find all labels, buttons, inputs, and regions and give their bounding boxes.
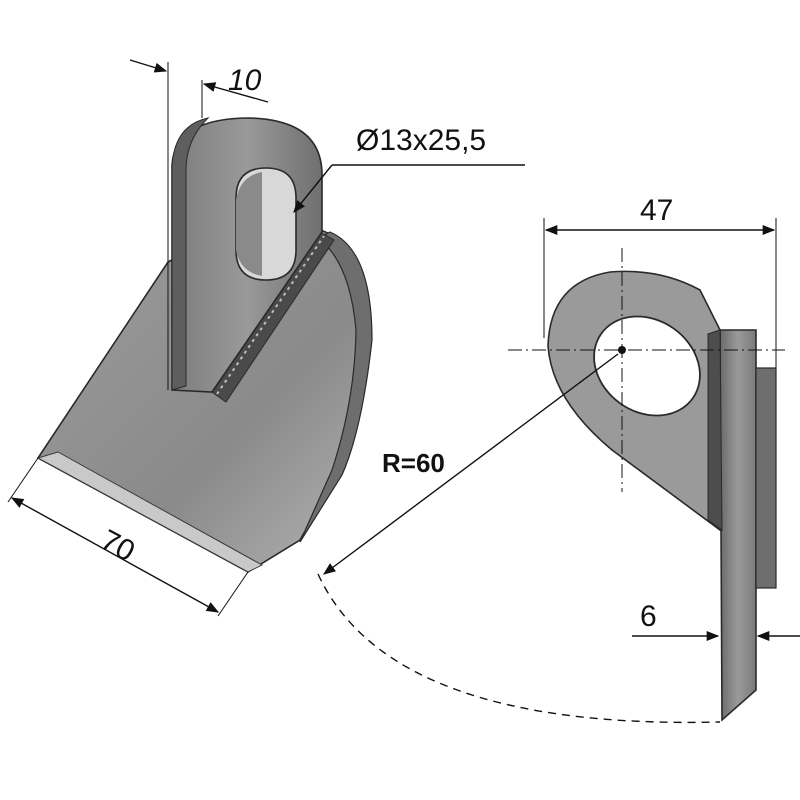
pivot-center [618,346,626,354]
slot-inner-wall [236,172,262,276]
dimension-tab-thickness: 10 [129,59,269,390]
side-weld [707,329,723,531]
dimension-slot: Ø13x25,5 [293,124,525,213]
dimension-eye-width: 47 [543,194,777,368]
blade-right-edge [299,231,373,543]
eye-width-label: 47 [640,194,673,227]
tab-thickness-label: 10 [228,64,262,97]
blade-width-label: 70 [95,524,140,569]
blade-side-view [508,248,785,722]
side-eye-hole [593,315,701,417]
swing-arc [317,573,721,724]
side-rib [755,367,777,589]
dimension-swing-radius: R=60 [317,353,721,724]
blade-3d-view [36,117,373,573]
dimension-blade-thickness: 6 [632,600,800,642]
side-blade-plate [719,329,757,722]
blade-thickness-label: 6 [640,600,657,633]
swing-radius-label: R=60 [382,448,445,478]
tab-side-face [171,117,210,391]
slot-size-label: Ø13x25,5 [356,124,486,157]
